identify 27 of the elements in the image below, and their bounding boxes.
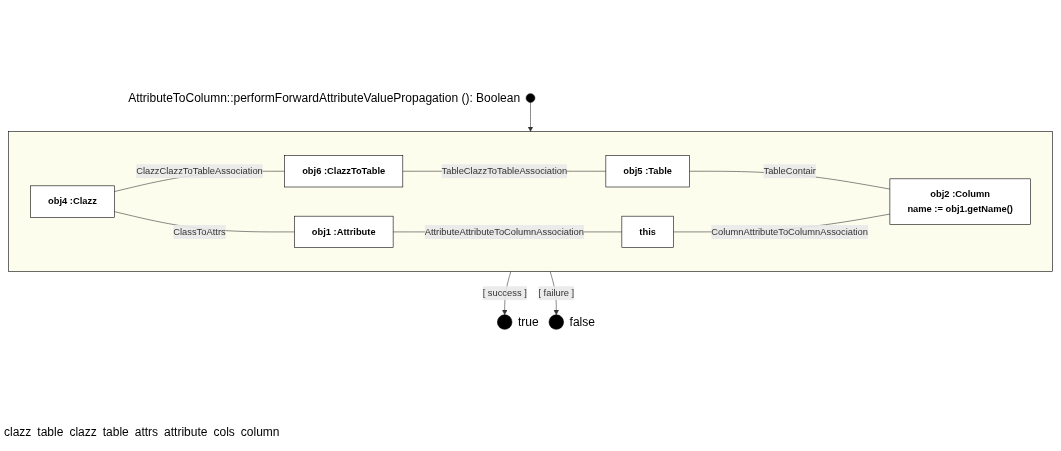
- node-box: obj2 :Column name := obj1.getName(): [889, 178, 1031, 225]
- node-caption: true: [518, 315, 539, 330]
- edge-label: AttributeAttributeToColumnAssociation: [424, 226, 584, 237]
- role-label: attribute: [164, 425, 208, 439]
- role-label: column: [240, 425, 280, 439]
- cluster: [8, 131, 1053, 272]
- node-box: obj4 :Clazz: [30, 185, 115, 218]
- node-box: obj1 :Attribute: [294, 215, 394, 248]
- edge-label: TableClazzToTableAssociation: [441, 165, 568, 176]
- node-circle: [525, 93, 536, 103]
- node-box: obj5 :Table: [605, 155, 690, 188]
- edge-label: TableContair: [763, 165, 816, 176]
- edge-label: ColumnAttributeToColumnAssociation: [711, 226, 869, 237]
- node-box: obj6 :ClazzToTable: [284, 155, 404, 188]
- edge-label: [ failure ]: [538, 287, 575, 298]
- node-caption: false: [569, 315, 595, 330]
- edge-label: [ success ]: [482, 287, 527, 298]
- role-label: clazz: [69, 425, 97, 439]
- role-label: clazz: [4, 425, 32, 439]
- edge-label: ClassToAttrs: [173, 226, 226, 237]
- role-label: attrs: [134, 425, 159, 439]
- node-caption: AttributeToColumn::performForwardAttributeValuePropagation (): Boolean: [128, 91, 521, 105]
- node-box: this: [621, 215, 674, 248]
- role-label: cols: [213, 425, 235, 439]
- edge-label: ClazzClazzToTableAssociation: [136, 165, 263, 176]
- role-label: table: [37, 425, 64, 439]
- role-label: table: [102, 425, 129, 439]
